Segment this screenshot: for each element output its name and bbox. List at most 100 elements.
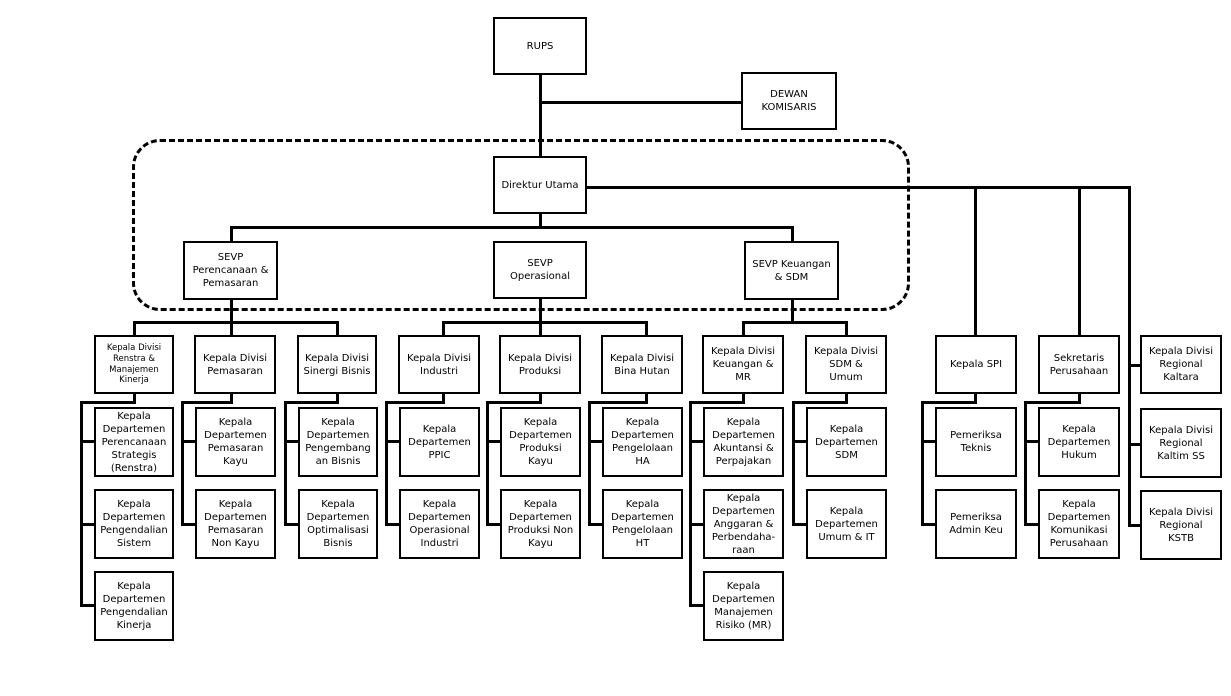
connector-line xyxy=(689,523,705,526)
connector-line xyxy=(588,440,604,443)
node-dept-pemasaran-kayu: Kepala Departemen Pemasaran Kayu xyxy=(195,407,276,477)
connector-line xyxy=(442,321,445,337)
connector-line xyxy=(588,401,591,526)
node-dept-pengelolaan-ht: Kepala Departemen Pengelolaan HT xyxy=(602,489,683,559)
connector-line xyxy=(486,523,502,526)
connector-line xyxy=(230,299,233,323)
connector-line xyxy=(1128,443,1142,446)
connector-line xyxy=(230,321,233,337)
connector-line xyxy=(442,321,648,324)
connector-line xyxy=(921,401,977,404)
node-sevp-operasional: SEVP Operasional xyxy=(493,241,587,299)
node-dept-umum-it: Kepala Departemen Umum & IT xyxy=(806,489,887,559)
connector-line xyxy=(181,440,197,443)
connector-line xyxy=(181,401,184,526)
connector-line xyxy=(587,186,1130,189)
connector-line xyxy=(284,401,287,526)
board-of-directors-dashed-group xyxy=(132,139,910,311)
connector-line xyxy=(442,393,445,403)
node-div-bina-hutan: Kepala Divisi Bina Hutan xyxy=(601,335,683,394)
connector-line xyxy=(645,321,648,337)
connector-line xyxy=(1078,186,1081,338)
connector-line xyxy=(791,299,794,323)
connector-line xyxy=(181,523,197,526)
connector-line xyxy=(486,401,489,526)
node-dept-pemasaran-non-kayu: Kepala Departemen Pemasaran Non Kayu xyxy=(195,489,276,559)
node-div-sdm-umum: Kepala Divisi SDM & Umum xyxy=(805,335,887,394)
connector-line xyxy=(80,401,136,404)
node-dept-pemeriksa-teknis: Pemeriksa Teknis xyxy=(935,407,1017,477)
node-div-sinergi: Kepala Divisi Sinergi Bisnis xyxy=(297,335,377,394)
connector-line xyxy=(1128,364,1142,367)
connector-line xyxy=(336,321,339,337)
node-dept-pengelolaan-ha: Kepala Departemen Pengelolaan HA xyxy=(602,407,683,477)
connector-line xyxy=(742,321,745,337)
connector-line xyxy=(1024,401,1081,404)
node-dept-akuntansi: Kepala Departemen Akuntansi & Perpajakan xyxy=(703,407,784,477)
node-div-kaltara: Kepala Divisi Regional Kaltara xyxy=(1140,335,1222,394)
node-dept-pengembangan-bisnis: Kepala Departemen Pengembang an Bisnis xyxy=(298,407,378,477)
connector-line xyxy=(1128,524,1142,527)
connector-line xyxy=(539,298,542,323)
connector-line xyxy=(689,401,692,607)
node-div-industri: Kepala Divisi Industri xyxy=(398,335,480,394)
connector-line xyxy=(645,393,648,403)
connector-line xyxy=(539,101,743,104)
connector-line xyxy=(539,393,542,403)
connector-line xyxy=(1078,393,1081,403)
connector-line xyxy=(539,212,542,228)
node-div-produksi: Kepala Divisi Produksi xyxy=(499,335,581,394)
connector-line xyxy=(230,226,233,243)
connector-line xyxy=(792,401,795,526)
connector-line xyxy=(921,523,937,526)
node-dept-renstra: Kepala Departemen Perencanaan Strategis … xyxy=(94,407,174,477)
connector-line xyxy=(742,321,848,324)
connector-line xyxy=(385,523,401,526)
connector-line xyxy=(792,401,848,404)
node-div-sekretaris: Sekretaris Perusahaan xyxy=(1038,335,1120,394)
connector-line xyxy=(974,186,977,338)
connector-line xyxy=(1024,401,1027,526)
connector-line xyxy=(385,440,401,443)
node-div-spi: Kepala SPI xyxy=(935,335,1017,394)
connector-line xyxy=(1128,186,1131,527)
connector-line xyxy=(689,401,745,404)
connector-line xyxy=(284,401,339,404)
connector-line xyxy=(284,440,300,443)
connector-line xyxy=(792,440,808,443)
connector-line xyxy=(486,440,502,443)
connector-line xyxy=(689,440,705,443)
node-dept-manajemen-risiko: Kepala Departemen Manajemen Risiko (MR) xyxy=(703,571,784,641)
node-dept-operasional-industri: Kepala Departemen Operasional Industri xyxy=(399,489,480,559)
connector-line xyxy=(539,73,542,158)
connector-line xyxy=(486,401,542,404)
node-dewan-komisaris: DEWAN KOMISARIS xyxy=(741,72,837,130)
connector-line xyxy=(133,321,136,337)
node-dept-hukum: Kepala Departemen Hukum xyxy=(1038,407,1120,477)
node-dept-ppic: Kepala Departemen PPIC xyxy=(399,407,480,477)
node-dept-optimalisasi-bisnis: Kepala Departemen Optimalisasi Bisnis xyxy=(298,489,378,559)
node-dept-komunikasi: Kepala Departemen Komunikasi Perusahaan xyxy=(1038,489,1120,559)
connector-line xyxy=(588,401,648,404)
connector-line xyxy=(689,604,705,607)
node-direktur-utama: Direktur Utama xyxy=(493,156,587,214)
node-div-renstra: Kepala Divisi Renstra & Manajemen Kinerj… xyxy=(94,335,174,394)
connector-line xyxy=(133,393,136,403)
connector-line xyxy=(230,393,233,403)
connector-line xyxy=(974,393,977,403)
node-div-keuangan-mr: Kepala Divisi Keuangan & MR xyxy=(702,335,784,394)
node-dept-anggaran: Kepala Departemen Anggaran & Perbendaha-… xyxy=(703,489,784,559)
connector-line xyxy=(588,523,604,526)
connector-line xyxy=(284,523,300,526)
connector-line xyxy=(230,226,793,229)
node-dept-pemeriksa-admin: Pemeriksa Admin Keu xyxy=(935,489,1017,559)
connector-line xyxy=(921,440,937,443)
node-dept-produksi-non-kayu: Kepala Departemen Produksi Non Kayu xyxy=(500,489,581,559)
connector-line xyxy=(385,401,388,526)
node-dept-pengendalian-kinerja: Kepala Departemen Pengendalian Kinerja xyxy=(94,571,174,641)
connector-line xyxy=(792,523,808,526)
connector-line xyxy=(539,321,542,337)
connector-line xyxy=(80,523,96,526)
node-dept-produksi-kayu: Kepala Departemen Produksi Kayu xyxy=(500,407,581,477)
